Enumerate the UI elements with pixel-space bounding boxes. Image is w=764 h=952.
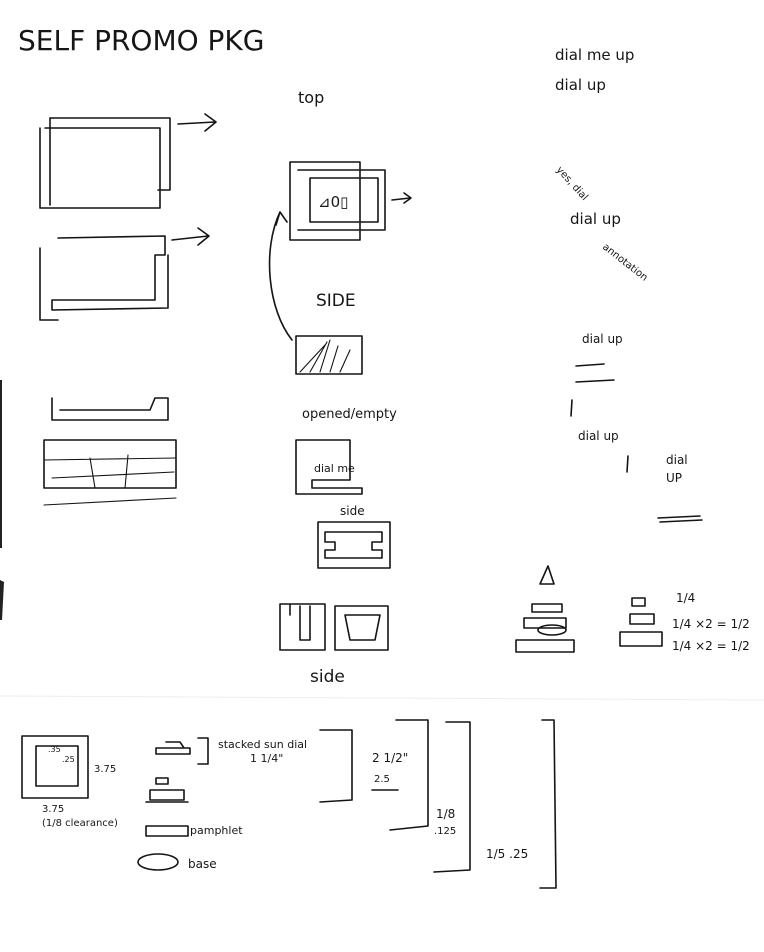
- dial-me-box: [295, 439, 363, 495]
- stacked-size: 1 1/4": [250, 752, 283, 765]
- top-box-text: ⊿0▯: [318, 193, 348, 211]
- dial-up-4: dial up: [578, 429, 619, 443]
- fraction-1: 1/4: [676, 591, 695, 605]
- page-title: SELF PROMO PKG: [18, 24, 265, 57]
- dimension-brackets: [319, 719, 557, 889]
- diag-small: yes, dial: [554, 165, 590, 203]
- box-sketch-2: [39, 227, 210, 321]
- dial-up-5b: UP: [666, 471, 682, 485]
- dial-up-2: dial up: [570, 210, 621, 228]
- inner-dim-b: .25: [62, 755, 75, 764]
- height-label: 3.75: [42, 804, 64, 815]
- open-box-sketch: [279, 603, 389, 651]
- base-box-sketch: [21, 735, 89, 799]
- fraction-2: 1/4 ×2 = 1/2: [672, 617, 750, 631]
- top-view-sketch: [289, 161, 412, 241]
- page-fold-line: [0, 695, 764, 701]
- side-label: SIDE: [316, 291, 356, 311]
- side-label-2: side: [340, 504, 365, 518]
- side-box-sketch: [317, 521, 391, 569]
- dim-b2: .125: [434, 826, 456, 837]
- clearance-note: (1/8 clearance): [42, 818, 118, 829]
- dim-b: 1/8: [436, 807, 455, 821]
- dial-up-1: dial up: [555, 76, 606, 94]
- stacked-label: stacked sun dial: [218, 738, 307, 751]
- dial-me-up: dial me up: [555, 46, 634, 64]
- side-view-sketch: [295, 335, 363, 375]
- pamphlet-label: pamphlet: [190, 824, 243, 837]
- dim-c: 1/5 .25: [486, 847, 528, 861]
- dim-a2: 2.5: [374, 774, 390, 785]
- component-sketches: [137, 737, 209, 871]
- scan-edge-left-2: [0, 580, 4, 620]
- fraction-3: 1/4 ×2 = 1/2: [672, 639, 750, 653]
- arrow-curve: [268, 211, 293, 341]
- dial-me-label: dial me: [314, 462, 355, 475]
- inner-dim-a: .35: [48, 745, 61, 754]
- base-label: base: [188, 857, 217, 871]
- stacked-dial-sketch: [515, 565, 663, 653]
- width-label: 3.75: [94, 764, 116, 775]
- dial-up-3: dial up: [582, 332, 623, 346]
- dial-up-5a: dial: [666, 453, 688, 467]
- side-label-3: side: [310, 667, 345, 687]
- top-label: top: [298, 88, 324, 107]
- diag-long: annotation: [600, 242, 649, 284]
- opened-label: opened/empty: [302, 407, 397, 422]
- scan-edge-left: [0, 380, 2, 548]
- dial-marks: [570, 363, 703, 523]
- box-sketch-3: [43, 397, 177, 506]
- box-sketch-1: [39, 113, 217, 209]
- dim-a: 2 1/2": [372, 751, 408, 765]
